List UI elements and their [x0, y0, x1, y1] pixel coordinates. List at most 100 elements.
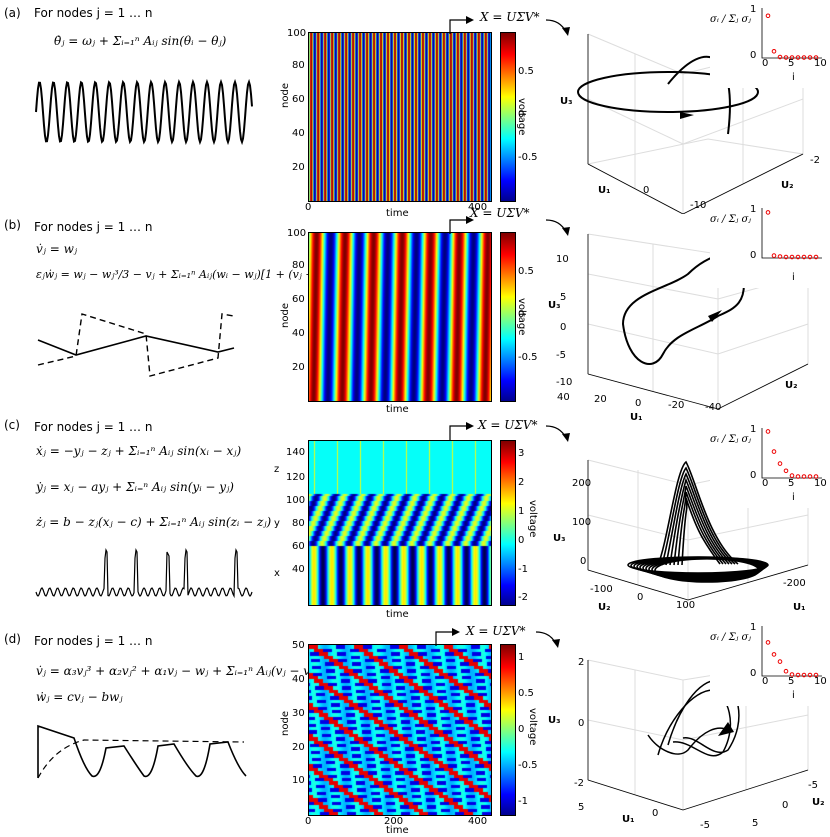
- cbar-tick: 0: [518, 109, 525, 120]
- sv-point: [813, 672, 819, 678]
- tick: 0: [652, 808, 659, 819]
- axis-label: U₁: [630, 412, 643, 423]
- sv-point: [813, 474, 819, 479]
- sv-plot: [761, 626, 822, 678]
- xtick: 400: [468, 816, 488, 827]
- heatmap-a: [308, 32, 492, 202]
- sv-point: [813, 55, 819, 60]
- heatmap-xlabel: time: [386, 404, 409, 415]
- equation: ẏⱼ = xⱼ − ayⱼ + Σᵢ₌ⁿ Aᵢⱼ sin(yᵢ − yⱼ): [36, 480, 234, 494]
- tick: -5: [556, 350, 566, 361]
- ytick: 40: [292, 128, 305, 139]
- ytick: 20: [292, 742, 305, 753]
- sv-point: [801, 672, 807, 678]
- tick: 0: [580, 556, 587, 567]
- sv-point: [795, 254, 801, 260]
- tick: 100: [572, 517, 592, 528]
- ytick: 80: [292, 60, 305, 71]
- tick: 0: [750, 250, 757, 261]
- sv-point: [807, 474, 813, 479]
- heatmap-ylabel: node: [279, 711, 291, 736]
- cbar-tick: -1: [518, 796, 528, 807]
- heatmap-xlabel: time: [386, 208, 409, 219]
- sv-point: [813, 254, 819, 260]
- sv-point: [801, 55, 807, 60]
- tick: 2: [578, 657, 585, 668]
- cbar-label: voltage: [527, 708, 538, 746]
- equation: ẋⱼ = −yⱼ − zⱼ + Σᵢ₌₁ⁿ Aᵢⱼ sin(xᵢ − xⱼ): [36, 444, 242, 458]
- sv-plot: [761, 428, 822, 479]
- tick: 5: [788, 478, 795, 489]
- sv-point: [789, 672, 795, 677]
- sv-point: [765, 210, 771, 215]
- sv-inset: σᵢ / Σⱼ σⱼ 1 0 0 5 10 i: [710, 424, 827, 508]
- svd-label: X = UΣV*: [470, 206, 530, 220]
- sv-point: [789, 473, 795, 478]
- panel-label: (a): [4, 6, 21, 20]
- sv-point: [765, 13, 771, 19]
- heatmap-canvas: [308, 32, 492, 202]
- equation: żⱼ = b − zⱼ(xⱼ − c) + Σᵢ₌₁ⁿ Aᵢⱼ sin(zᵢ −…: [36, 515, 272, 529]
- sv-plot: [761, 8, 822, 60]
- cbar-label: voltage: [516, 98, 527, 136]
- cbar-label: voltage: [516, 298, 527, 336]
- panel-label: (d): [4, 632, 21, 646]
- tick: -20: [668, 400, 685, 411]
- sv-point: [801, 474, 807, 479]
- axis-label: U₃: [548, 715, 561, 726]
- tick: 5: [788, 676, 795, 687]
- sv-point: [807, 672, 813, 678]
- svd-arrow: [449, 422, 570, 442]
- tick: -100: [590, 584, 613, 595]
- equation: v̇ⱼ = wⱼ: [36, 242, 78, 256]
- svd-arrow: [449, 216, 570, 236]
- ytick: 40: [292, 564, 305, 575]
- svd-arrow: [449, 16, 570, 36]
- ytick: 10: [292, 775, 305, 786]
- equation: v̇ⱼ = α₃vⱼ³ + α₂vⱼ² + α₁vⱼ − wⱼ + Σᵢ₌₁ⁿ …: [36, 664, 318, 678]
- xtick: 0: [305, 202, 312, 213]
- sv-point: [771, 652, 777, 657]
- ytick: 20: [292, 162, 305, 173]
- tick: 0: [750, 668, 757, 679]
- sv-inset: σᵢ / Σⱼ σⱼ 1 0 0 5 10 i: [710, 622, 827, 706]
- panel-header: For nodes j = 1 … n: [34, 6, 153, 20]
- xtick: 200: [384, 816, 404, 827]
- tick: 100: [676, 600, 696, 611]
- tick: 5: [560, 292, 567, 303]
- panel-label: (b): [4, 218, 21, 232]
- tick: 1: [750, 204, 757, 215]
- sv-point: [777, 54, 783, 60]
- axis-label: U₃: [553, 533, 566, 544]
- tick: 1: [750, 622, 757, 633]
- ytick: 100: [287, 228, 307, 239]
- colorbar: [500, 440, 516, 606]
- heatmap-xlabel: time: [386, 825, 409, 836]
- sv-point: [771, 449, 777, 454]
- panel-header: For nodes j = 1 … n: [34, 220, 153, 234]
- ytick: 60: [292, 541, 305, 552]
- panel-label: (c): [4, 418, 20, 432]
- sv-point: [765, 640, 771, 645]
- panel-header: For nodes j = 1 … n: [34, 420, 153, 434]
- sv-inset: σᵢ / Σⱼ σⱼ 1 0 0 5 10 i: [710, 4, 827, 88]
- tick: 20: [594, 394, 607, 405]
- ytick: 50: [292, 640, 305, 651]
- tick: 0: [637, 592, 644, 603]
- cbar-tick: -0.5: [518, 152, 538, 163]
- tick: -5: [700, 820, 710, 831]
- heatmap-canvas: [308, 644, 492, 816]
- axis-label: U₃: [560, 96, 573, 107]
- heatmap-xlabel: time: [386, 609, 409, 620]
- tick: 5: [578, 802, 585, 813]
- tick: 0: [635, 398, 642, 409]
- cbar-tick: 1: [518, 652, 525, 663]
- tick: -2: [810, 155, 820, 166]
- tick: -40: [705, 402, 722, 413]
- svd-arrow: [435, 628, 560, 648]
- tick: 40: [557, 392, 570, 403]
- tick: 0: [560, 322, 567, 333]
- colorbar: [500, 644, 516, 816]
- axis-label: U₃: [548, 300, 561, 311]
- xtick: 400: [468, 202, 488, 213]
